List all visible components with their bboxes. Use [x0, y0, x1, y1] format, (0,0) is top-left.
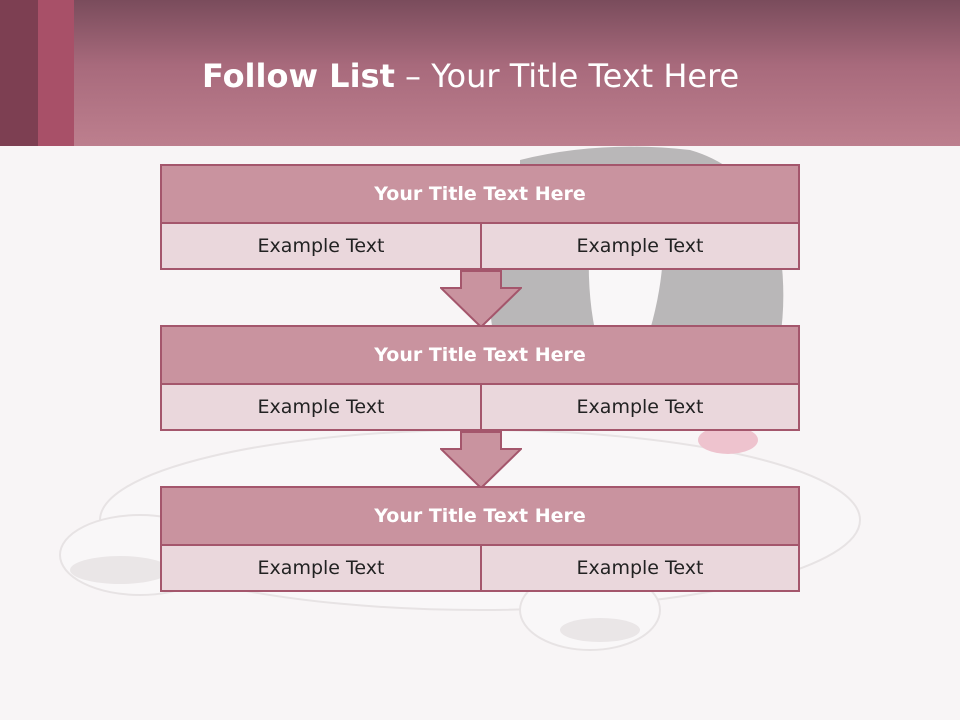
block-cell-right: Example Text — [482, 385, 798, 429]
list-block-2: Your Title Text Here Example Text Exampl… — [160, 325, 800, 431]
header-accent-mid — [38, 0, 74, 146]
list-block-3: Your Title Text Here Example Text Exampl… — [160, 486, 800, 592]
slide-title: Follow List – Your Title Text Here — [202, 56, 739, 96]
block-title: Your Title Text Here — [162, 166, 798, 224]
block-title: Your Title Text Here — [162, 488, 798, 546]
block-cell-left: Example Text — [162, 385, 482, 429]
block-cell-left: Example Text — [162, 546, 482, 590]
slide-title-bold: Follow List — [202, 57, 395, 95]
list-block-1: Your Title Text Here Example Text Exampl… — [160, 164, 800, 270]
block-cell-right: Example Text — [482, 546, 798, 590]
block-title: Your Title Text Here — [162, 327, 798, 385]
block-cell-right: Example Text — [482, 224, 798, 268]
down-arrow-icon — [440, 270, 522, 328]
down-arrow-icon — [440, 431, 522, 489]
slide-title-rest: – Your Title Text Here — [394, 57, 740, 95]
block-cell-left: Example Text — [162, 224, 482, 268]
header-band: Follow List – Your Title Text Here — [0, 0, 960, 146]
header-accent-dark — [0, 0, 38, 146]
